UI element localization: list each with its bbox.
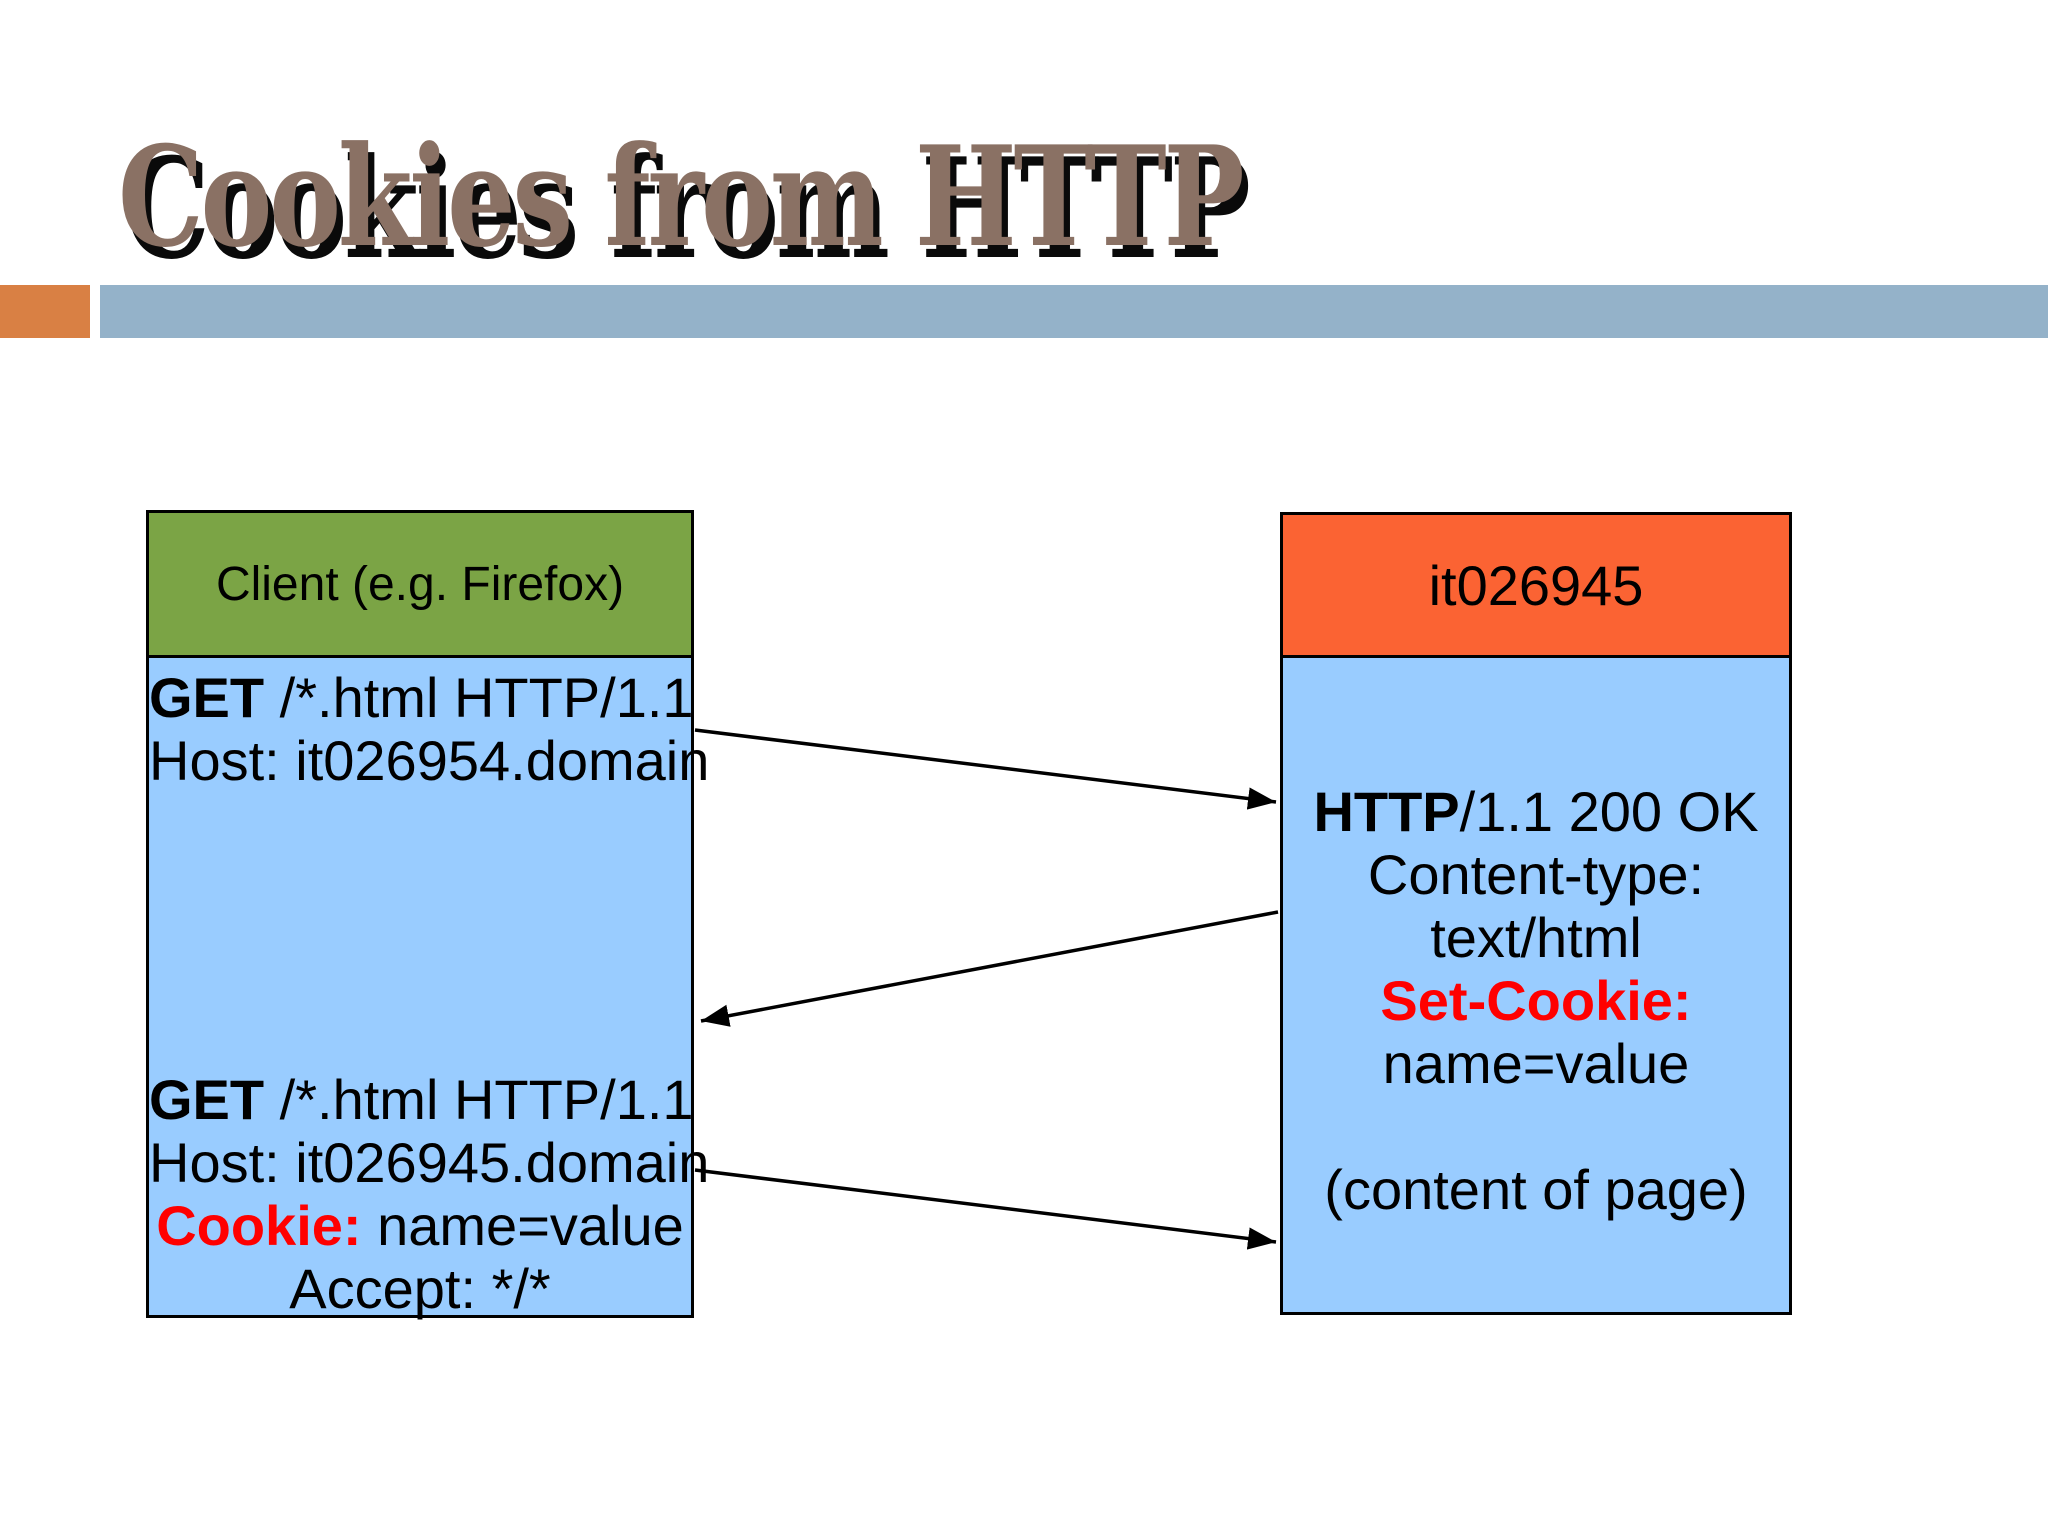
request-2-accept: Accept: */* bbox=[289, 1257, 551, 1320]
response-body-note: (content of page) bbox=[1324, 1158, 1748, 1221]
blank-line bbox=[1283, 1095, 1789, 1158]
arrow-request-2 bbox=[694, 1168, 1277, 1250]
response-protocol: HTTP bbox=[1313, 780, 1460, 843]
response-content-type-1: Content-type: bbox=[1367, 843, 1705, 906]
request-2-method: GET bbox=[149, 1068, 265, 1131]
request-1-method: GET bbox=[149, 666, 265, 729]
set-cookie-label: Set-Cookie: bbox=[1380, 969, 1692, 1032]
request-2-cookie-line: Cookie: name=value bbox=[149, 1194, 691, 1257]
cookie-header-label: Cookie: bbox=[156, 1194, 362, 1257]
server-box-body: HTTP/1.1 200 OK Content-type: text/html … bbox=[1283, 658, 1789, 1312]
arrow-response bbox=[700, 910, 1279, 1027]
slide-title: Cookies from HTTP bbox=[118, 115, 1245, 278]
request-1-host: Host: it026954.domain bbox=[149, 729, 710, 792]
accent-bar bbox=[100, 285, 2048, 338]
server-box-title: it026945 bbox=[1428, 553, 1644, 617]
set-cookie-value: name=value bbox=[1382, 1032, 1690, 1095]
request-1-line-1: GET /*.html HTTP/1.1 bbox=[149, 666, 694, 729]
request-2-target: /*.html HTTP/1.1 bbox=[264, 1068, 694, 1131]
cookie-header-value: name=value bbox=[361, 1194, 684, 1257]
client-box-header: Client (e.g. Firefox) bbox=[149, 513, 691, 658]
client-box: Client (e.g. Firefox) GET /*.html HTTP/1… bbox=[146, 510, 710, 1320]
client-request-1: GET /*.html HTTP/1.1 Host: it026954.doma… bbox=[149, 666, 710, 792]
request-2-line-1: GET /*.html HTTP/1.1 bbox=[149, 1068, 694, 1131]
response-status: /1.1 200 OK bbox=[1459, 780, 1759, 843]
request-2-host: Host: it026945.domain bbox=[149, 1131, 710, 1194]
accent-square bbox=[0, 285, 90, 338]
request-1-target: /*.html HTTP/1.1 bbox=[264, 666, 694, 729]
server-box: it026945 HTTP/1.1 200 OK Content-type: t… bbox=[1280, 512, 1792, 1315]
response-status-line: HTTP/1.1 200 OK bbox=[1283, 780, 1789, 843]
server-box-header: it026945 bbox=[1283, 515, 1789, 658]
response-content-type-2: text/html bbox=[1430, 906, 1642, 969]
client-box-body: GET /*.html HTTP/1.1 Host: it026954.doma… bbox=[149, 658, 710, 1320]
server-response: HTTP/1.1 200 OK Content-type: text/html … bbox=[1283, 780, 1789, 1221]
client-box-title: Client (e.g. Firefox) bbox=[215, 557, 625, 611]
client-request-2: GET /*.html HTTP/1.1 Host: it026945.doma… bbox=[149, 1068, 710, 1320]
arrow-request-1 bbox=[694, 728, 1277, 810]
